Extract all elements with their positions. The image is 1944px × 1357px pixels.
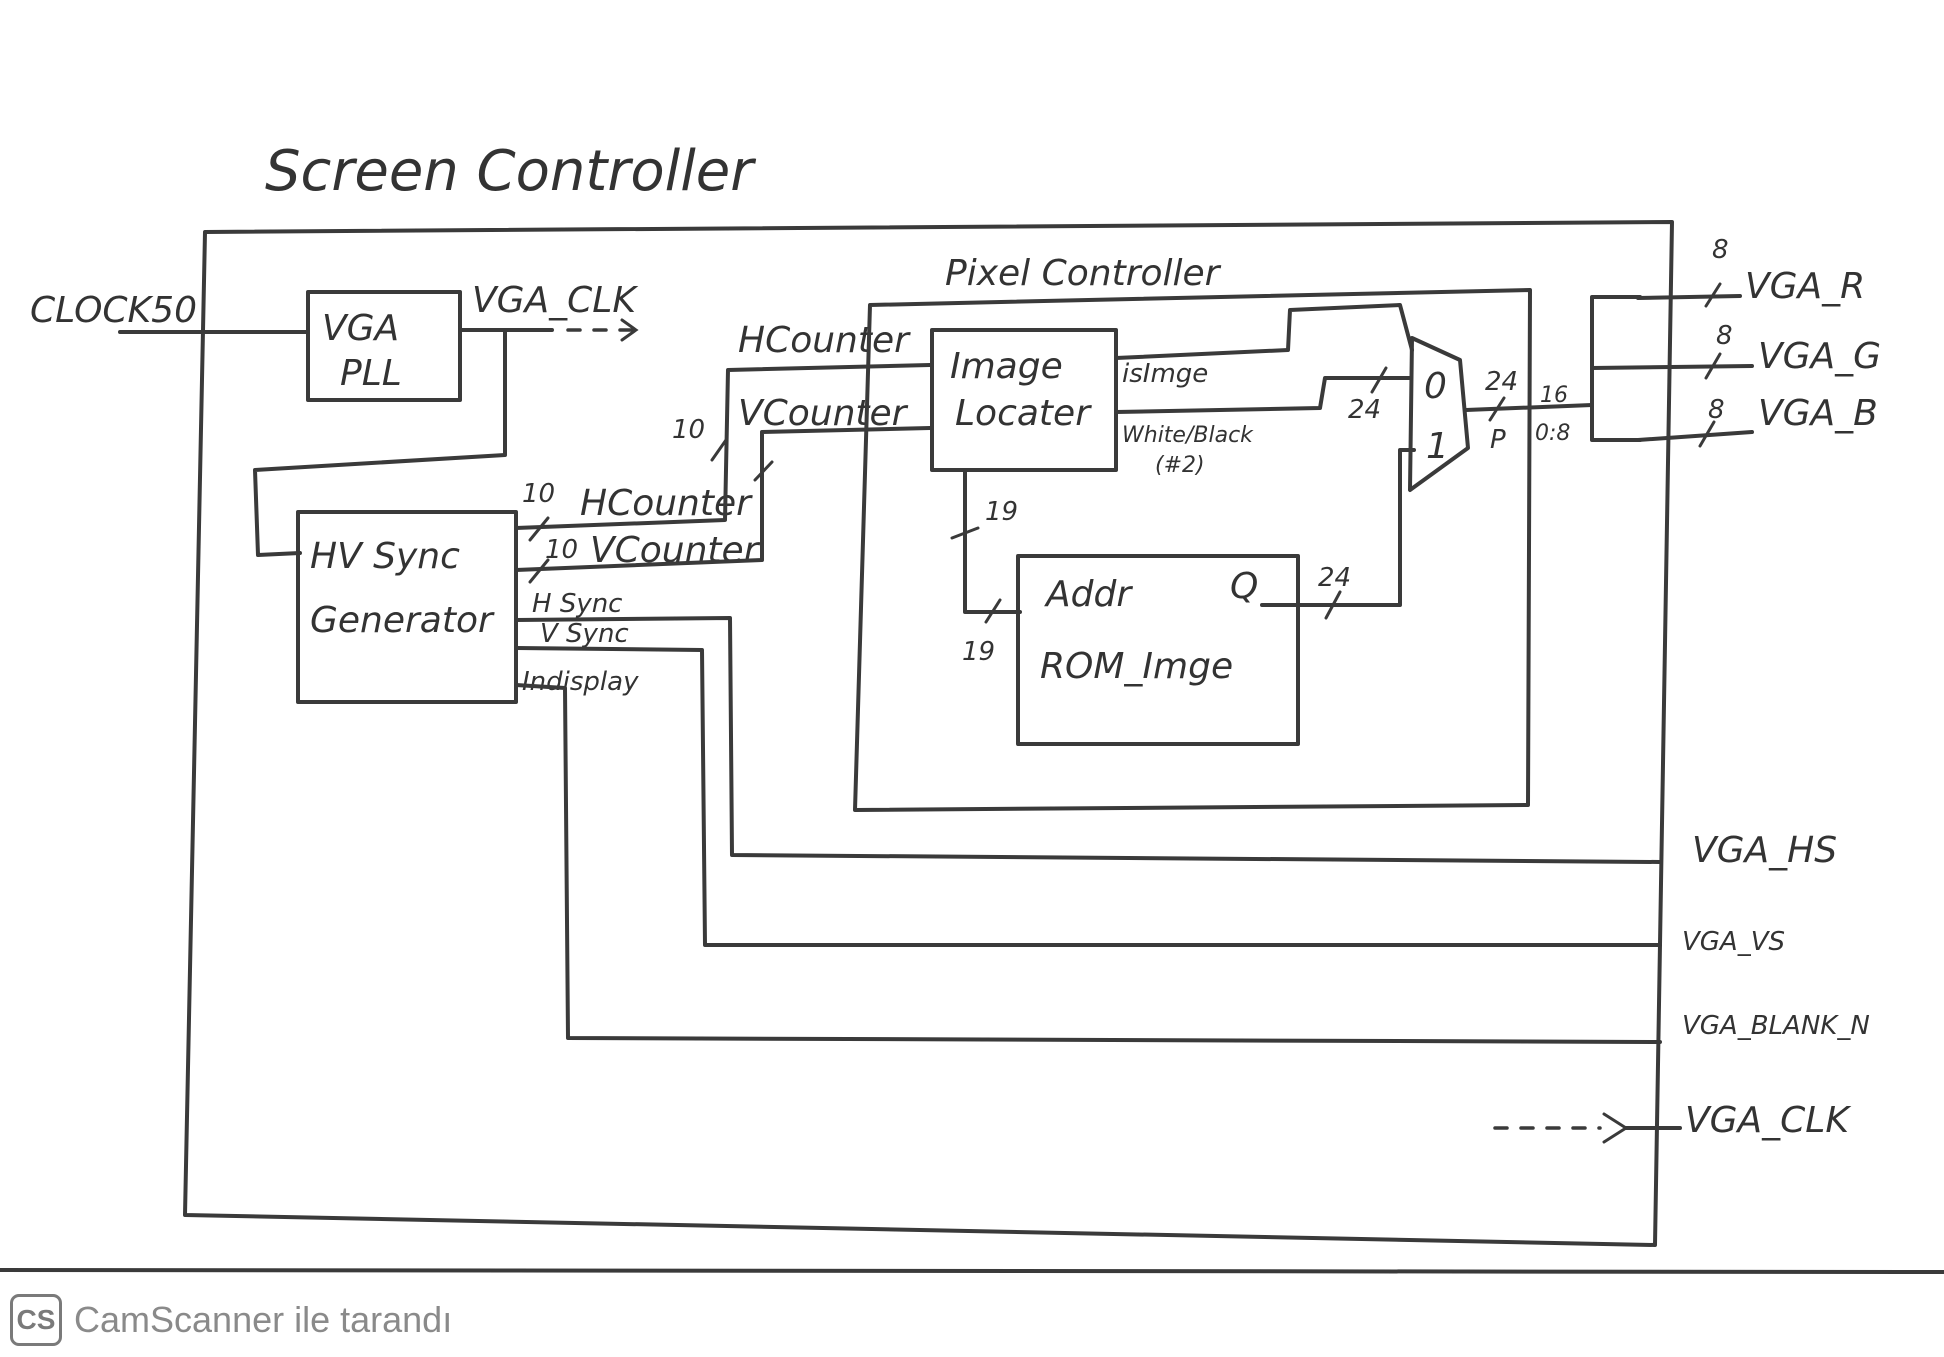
image-locater-block bbox=[930, 328, 1118, 472]
locater-addr-width: 19 bbox=[985, 497, 1018, 527]
vga-g-slash bbox=[1704, 352, 1722, 380]
locater-addr-wire bbox=[963, 468, 1022, 614]
vga-pll-block bbox=[306, 290, 462, 402]
rom-addr-label: Addr bbox=[1044, 574, 1133, 615]
split-hi-label: 16 bbox=[1540, 383, 1568, 408]
split-lo-label: 0:8 bbox=[1535, 421, 1570, 446]
vga-r-width: 8 bbox=[1712, 235, 1729, 265]
mux-out-slash bbox=[1488, 396, 1506, 422]
diagram-title: Screen Controller bbox=[265, 139, 756, 204]
gen-vcount-width: 10 bbox=[545, 535, 578, 565]
hcount-top-label: HCounter bbox=[738, 320, 911, 361]
output-vga-b: VGA_B bbox=[1758, 393, 1878, 434]
output-vga-g: VGA_G bbox=[1758, 336, 1881, 377]
mux-out-wire bbox=[1464, 403, 1594, 412]
rom-addr-slash bbox=[984, 598, 1002, 624]
top-hcount-slash bbox=[710, 438, 728, 462]
rom-q-slash bbox=[1324, 590, 1342, 620]
camscanner-logo: CS bbox=[10, 1294, 62, 1346]
hcount-slash bbox=[528, 516, 550, 542]
vga-b-width: 8 bbox=[1708, 395, 1725, 425]
hv-sync-generator-block bbox=[296, 510, 518, 704]
pll-clk-arrow bbox=[620, 318, 639, 342]
output-vga-vs: VGA_VS bbox=[1682, 927, 1785, 957]
isimage-wire bbox=[1114, 303, 1414, 360]
indisplay-label: Indisplay bbox=[522, 667, 639, 697]
vga-g-width: 8 bbox=[1716, 321, 1733, 351]
vsync-label: V Sync bbox=[540, 619, 629, 649]
pixel-controller-box bbox=[853, 288, 1532, 812]
mux-in0-slash bbox=[1370, 366, 1388, 394]
vga-pll-label-1: VGA bbox=[322, 308, 399, 349]
hcount-wire bbox=[514, 363, 932, 530]
white-black-label: White/Black bbox=[1122, 423, 1254, 448]
hv-sync-label-1: HV Sync bbox=[310, 536, 460, 577]
mux-in1-label: 1 bbox=[1426, 426, 1449, 467]
vga-r-wire bbox=[1636, 294, 1742, 300]
hv-sync-label-2: Generator bbox=[310, 600, 495, 641]
paper-edge-line bbox=[0, 1268, 1944, 1274]
mux-out-width: 24 bbox=[1485, 367, 1518, 397]
screen-controller-box bbox=[183, 220, 1674, 1247]
pixel-controller-label: Pixel Controller bbox=[945, 253, 1222, 294]
hsync-label: H Sync bbox=[532, 589, 622, 619]
rom-image-label: ROM_Imge bbox=[1040, 646, 1233, 687]
vcount-top-label: VCounter bbox=[738, 393, 909, 434]
pll-to-sync-wire bbox=[253, 330, 507, 557]
vga-g-wire bbox=[1590, 364, 1754, 370]
mux-out-p-label: P bbox=[1490, 425, 1506, 455]
hsync-wire bbox=[514, 616, 1662, 864]
vga-b-wire bbox=[1636, 430, 1754, 442]
vga-r-slash bbox=[1704, 282, 1722, 308]
rom-image-block bbox=[1016, 554, 1300, 746]
vcount-wire bbox=[514, 426, 932, 572]
image-locater-label-2: Locater bbox=[955, 393, 1092, 434]
white-black-wire bbox=[1114, 376, 1412, 414]
vga-clk-arrow bbox=[1602, 1112, 1629, 1144]
vcount-slash bbox=[528, 558, 550, 584]
pll-hcount-width: 10 bbox=[672, 415, 705, 445]
top-vcount-slash bbox=[753, 460, 774, 482]
white-black-width: (#2) bbox=[1155, 453, 1205, 478]
gen-hcount-width: 10 bbox=[522, 479, 555, 509]
clock-input-label: CLOCK50 bbox=[30, 290, 197, 331]
output-vga-clk: VGA_CLK bbox=[1685, 1100, 1851, 1141]
output-vga-r: VGA_R bbox=[1745, 266, 1865, 307]
locater-addr-slash bbox=[950, 526, 980, 540]
mux-in0-width: 24 bbox=[1348, 395, 1381, 425]
isimage-label: isImge bbox=[1122, 359, 1208, 389]
mux-in0-label: 0 bbox=[1424, 366, 1447, 407]
rom-q-label: Q bbox=[1230, 566, 1258, 607]
rom-q-width: 24 bbox=[1318, 563, 1351, 593]
rom-addr-width: 19 bbox=[962, 637, 995, 667]
image-locater-label-1: Image bbox=[950, 346, 1063, 387]
indisplay-wire bbox=[514, 683, 1662, 1044]
camscanner-text: CamScanner ile tarandı bbox=[74, 1299, 453, 1340]
rom-q-wire bbox=[1260, 448, 1416, 607]
vsync-wire bbox=[514, 646, 1662, 947]
vga-clk-internal-label: VGA_CLK bbox=[472, 280, 638, 321]
vga-b-slash bbox=[1698, 420, 1716, 448]
output-vga-blank-n: VGA_BLANK_N bbox=[1682, 1011, 1870, 1041]
vga-pll-label-2: PLL bbox=[340, 353, 402, 394]
camscanner-footer: CS CamScanner ile tarandı bbox=[10, 1290, 452, 1350]
output-vga-hs: VGA_HS bbox=[1692, 830, 1837, 871]
mux-block bbox=[1408, 336, 1470, 492]
